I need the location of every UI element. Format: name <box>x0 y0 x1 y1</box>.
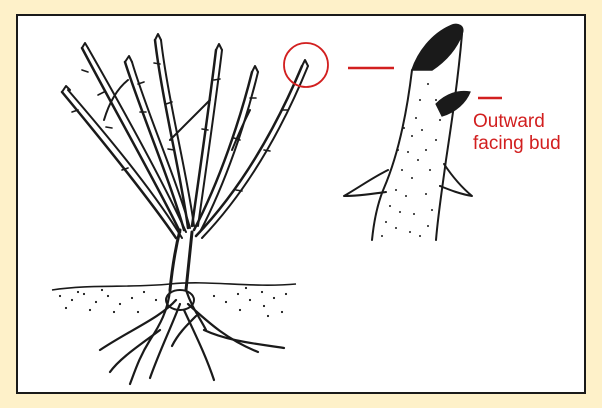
outward-bud-label: Outward facing bud <box>473 111 593 155</box>
stem-closeup <box>344 24 472 240</box>
soil-line <box>52 283 296 317</box>
outward-bud-label-line1: Outward <box>473 111 593 133</box>
rose-bush-drawing <box>62 34 308 290</box>
highlight-circle <box>284 43 328 87</box>
outward-bud-label-line2: facing bud <box>473 133 593 155</box>
root-system <box>100 290 284 384</box>
